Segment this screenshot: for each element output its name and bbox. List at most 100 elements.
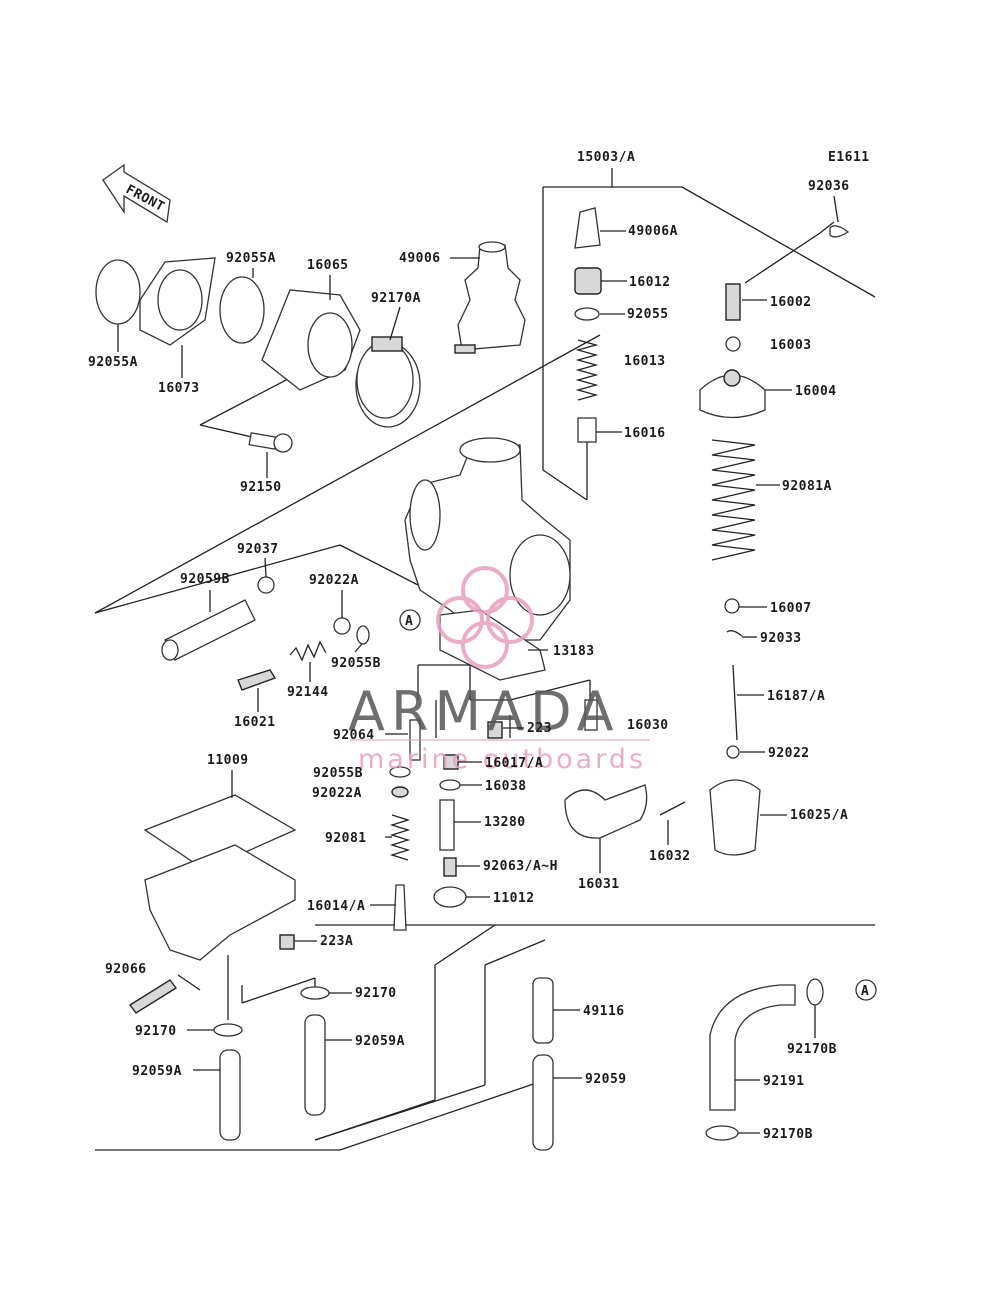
washer-16007-icon	[724, 598, 740, 614]
label-92191: 92191	[763, 1074, 805, 1089]
label-92081: 92081	[325, 831, 367, 846]
tube-92059a-mid-icon	[304, 1014, 326, 1116]
label-92022a: 92022A	[312, 786, 362, 801]
label-16073: 16073	[158, 381, 200, 396]
oring-92055b-lower-icon	[389, 766, 411, 778]
label-16014a: 16014/A	[307, 899, 365, 914]
pin-16032-icon	[659, 801, 686, 816]
label-16002: 16002	[770, 295, 812, 310]
label-leaders	[117, 195, 839, 1134]
watermark-logo-icon	[436, 566, 534, 669]
clamp-92170b-icon	[705, 1125, 739, 1141]
label-92150: 92150	[240, 480, 282, 495]
screw-16030-icon	[584, 699, 598, 731]
label-92170-left: 92170	[135, 1024, 177, 1039]
oring-92055a-left-icon	[95, 259, 141, 325]
label-15003a: 15003/A	[577, 150, 635, 165]
oring-92055b-icon	[356, 625, 370, 645]
rubber-boot-49006-icon	[454, 241, 526, 354]
label-92144: 92144	[287, 685, 329, 700]
diagram-code: E1611	[828, 150, 870, 165]
clip-92037-icon	[257, 576, 275, 594]
label-92059a-left: 92059A	[132, 1064, 182, 1079]
label-16031: 16031	[578, 877, 620, 892]
throttle-valve-16025a-icon	[709, 779, 761, 856]
tube-92059-icon	[532, 1054, 554, 1151]
needle-jet-13280-icon	[439, 799, 455, 851]
carburetor-body-icon	[404, 437, 571, 641]
drain-screw-92066-icon	[128, 979, 178, 1014]
screw-223a-icon	[279, 934, 295, 950]
label-92170a: 92170A	[371, 291, 421, 306]
spring-92144-icon	[289, 640, 327, 662]
label-16012: 16012	[629, 275, 671, 290]
throttle-valve-16016-icon	[577, 417, 597, 443]
svg-text:A: A	[405, 614, 413, 629]
ref-marker-a-body: A	[399, 609, 421, 631]
tube-92059b-icon	[161, 599, 256, 661]
cap-16012-icon	[574, 267, 602, 295]
tube-92059a-left-icon	[219, 1049, 241, 1141]
label-92059b: 92059B	[180, 572, 230, 587]
clamp-92170a-icon	[355, 336, 421, 428]
cap-49006a-icon	[574, 207, 601, 249]
top-cap-16004-icon	[699, 369, 766, 419]
label-92055: 92055	[627, 307, 669, 322]
label-11012: 11012	[493, 891, 535, 906]
clamp-92170-left-icon	[213, 1023, 243, 1037]
label-92022a-top: 92022A	[309, 573, 359, 588]
float-valve-16014a-icon	[393, 884, 407, 931]
label-92063: 92063/A~H	[483, 859, 558, 874]
label-92170b-top: 92170B	[787, 1042, 837, 1057]
label-11009: 11009	[207, 753, 249, 768]
label-92059a-mid: 92059A	[355, 1034, 405, 1049]
spring-16013-icon	[575, 339, 599, 401]
ref-marker-a-hose: A	[855, 979, 877, 1001]
float-chamber-11009-icon	[143, 794, 297, 961]
label-92036: 92036	[808, 179, 850, 194]
screw-223-icon	[487, 721, 503, 739]
clamp-92170b-top-icon	[806, 978, 824, 1006]
oring-92055a-icon	[219, 276, 265, 344]
fitting-49116-icon	[532, 977, 554, 1044]
hose-92191-icon	[709, 984, 796, 1111]
label-13183: 13183	[553, 644, 595, 659]
washer-92022a-icon	[333, 617, 351, 635]
label-49006a: 49006A	[628, 224, 678, 239]
screw-16021-icon	[237, 669, 277, 691]
main-jet-92063-icon	[443, 857, 457, 877]
adjuster-16002-icon	[725, 283, 741, 321]
clip-92036-icon	[829, 225, 850, 238]
label-223a: 223A	[320, 934, 353, 949]
label-16187a: 16187/A	[767, 689, 825, 704]
washer-92022-icon	[726, 745, 740, 759]
label-13280: 13280	[484, 815, 526, 830]
float-16031-icon	[564, 784, 648, 839]
label-92055a-left: 92055A	[88, 355, 138, 370]
leader-lines	[94, 168, 876, 1151]
oring-16038-icon	[439, 779, 461, 791]
label-92059: 92059	[585, 1072, 627, 1087]
label-16007: 16007	[770, 601, 812, 616]
watermark-tagline: marine outboards	[358, 744, 646, 775]
label-92170-mid: 92170	[355, 986, 397, 1001]
label-16003: 16003	[770, 338, 812, 353]
spring-92081-icon	[389, 814, 411, 861]
nut-16003-icon	[725, 336, 741, 352]
label-223: 223	[527, 721, 552, 736]
label-92055b-top: 92055B	[331, 656, 381, 671]
carb-holder-16065-icon	[261, 289, 361, 391]
label-92170b: 92170B	[763, 1127, 813, 1142]
flange-16073-icon	[139, 257, 216, 346]
baffle-11012-icon	[433, 886, 467, 908]
label-49116: 49116	[583, 1004, 625, 1019]
label-92066: 92066	[105, 962, 147, 977]
label-16025a: 16025/A	[790, 808, 848, 823]
label-16032: 16032	[649, 849, 691, 864]
label-92055b: 92055B	[313, 766, 363, 781]
label-92037: 92037	[237, 542, 279, 557]
label-92033: 92033	[760, 631, 802, 646]
label-92081a: 92081A	[782, 479, 832, 494]
label-16017a: 16017/A	[485, 756, 543, 771]
